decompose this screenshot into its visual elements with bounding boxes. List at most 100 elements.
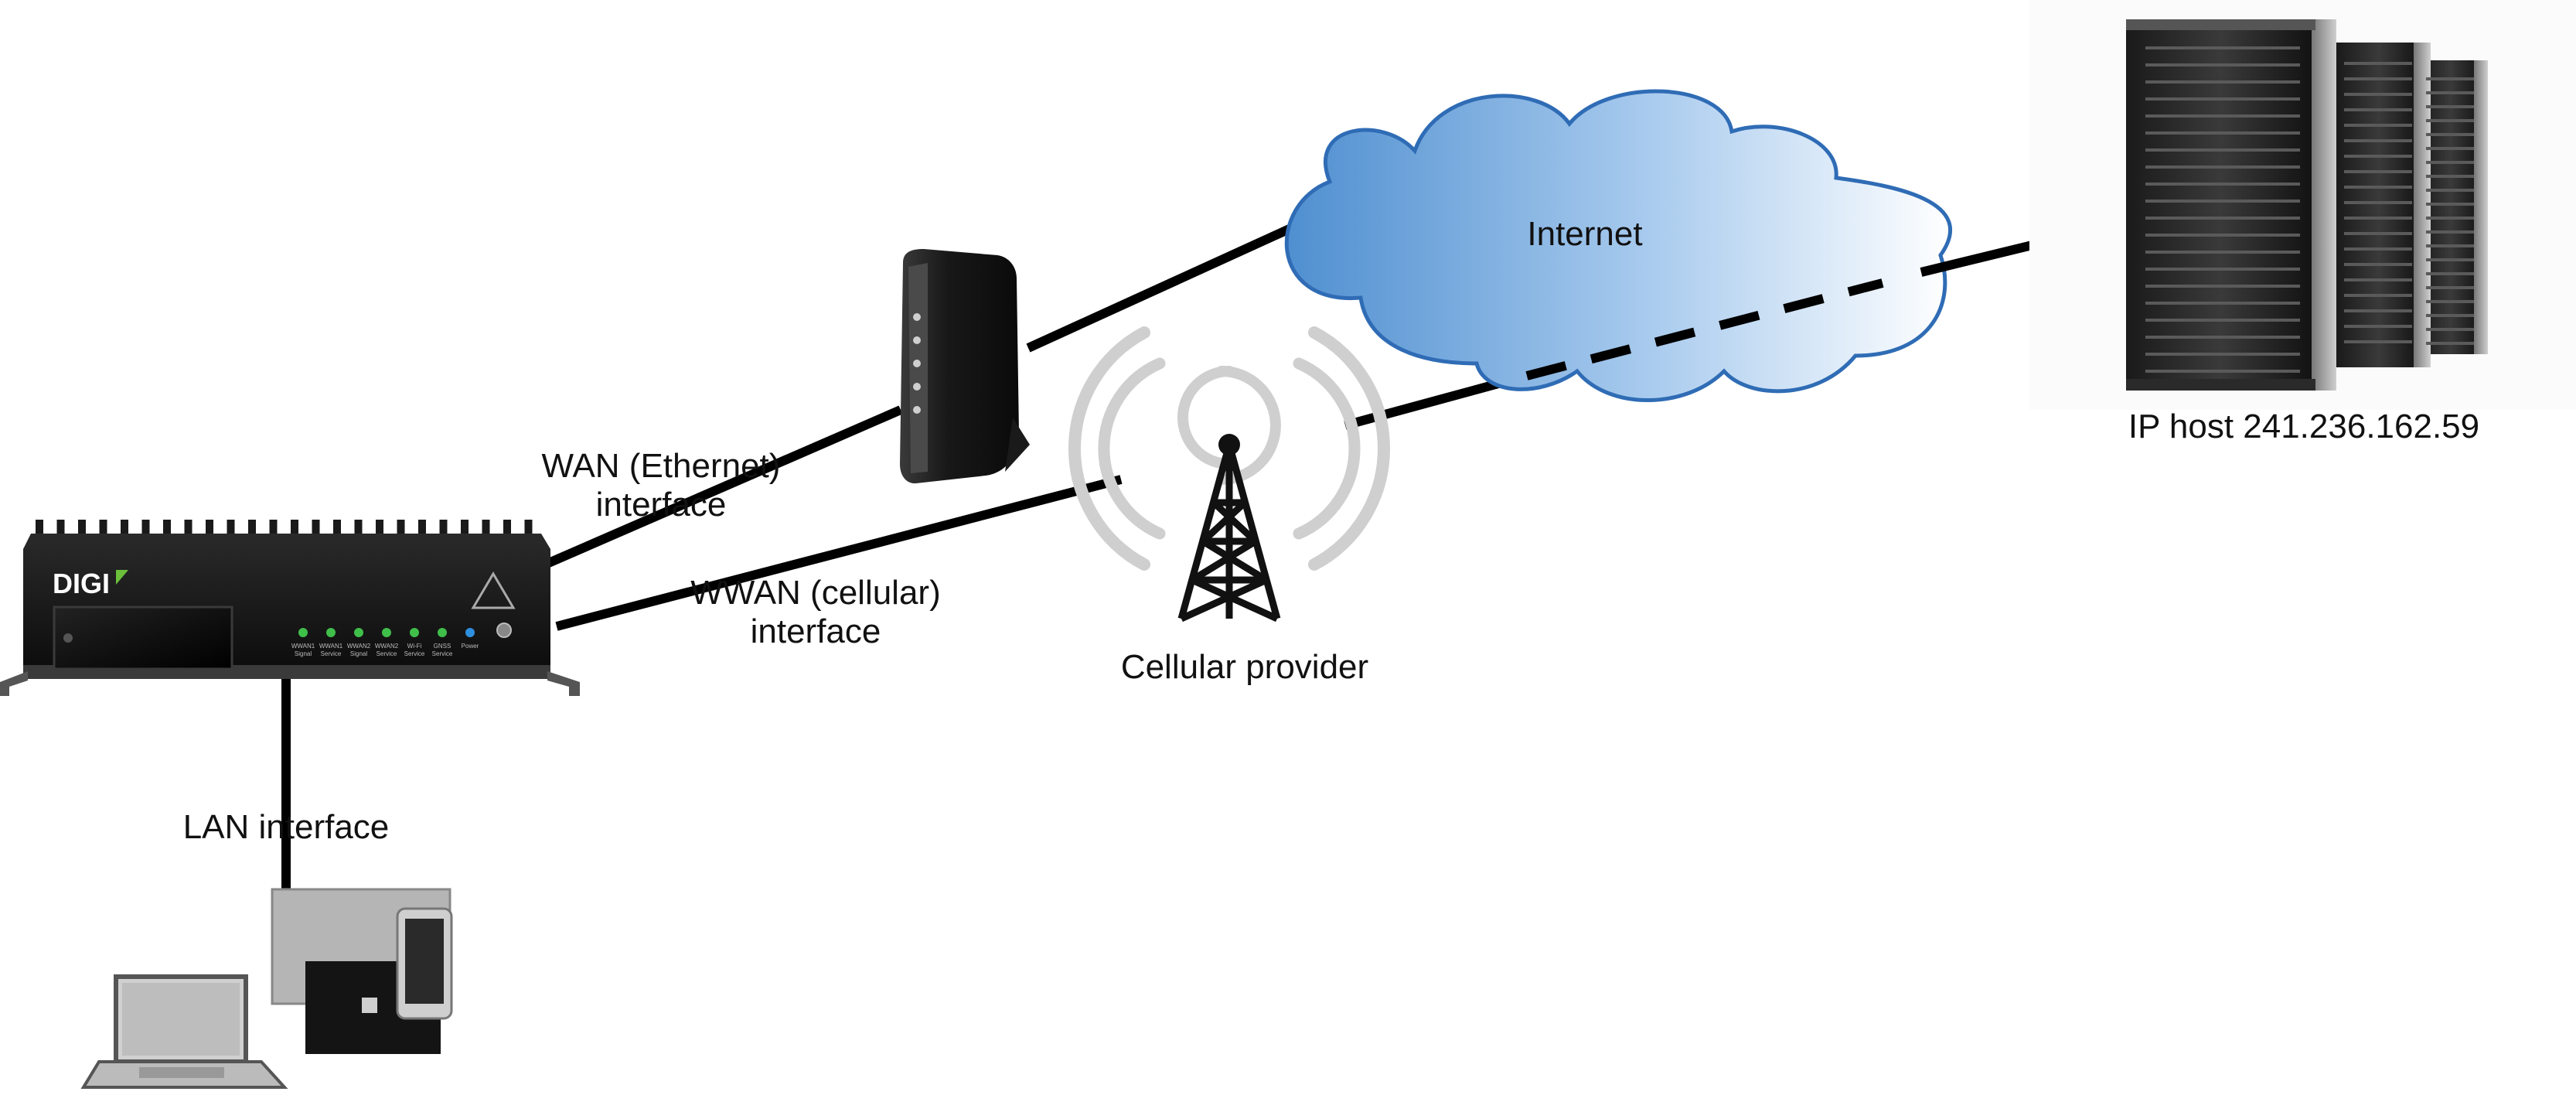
server-slot bbox=[2145, 80, 2300, 84]
lan-devices-icon bbox=[80, 888, 453, 1089]
server-slot bbox=[2426, 91, 2474, 94]
led-label: Signal bbox=[295, 650, 312, 657]
wwan-link-router-tower bbox=[555, 475, 1123, 631]
server-slot bbox=[2426, 300, 2474, 303]
heatsink-fin bbox=[248, 520, 256, 538]
server-slot bbox=[2145, 336, 2300, 339]
wan-link-router-modem bbox=[543, 405, 903, 569]
server-slot bbox=[2426, 286, 2474, 289]
heatsink-fin bbox=[56, 520, 65, 538]
server-slot bbox=[2145, 217, 2300, 220]
server-slot bbox=[2344, 325, 2412, 328]
server-slot bbox=[2344, 124, 2412, 127]
cell-tower-icon bbox=[1068, 326, 1390, 623]
heatsink-fin bbox=[269, 520, 278, 538]
server-slot bbox=[2426, 328, 2474, 331]
heatsink-fin bbox=[121, 520, 128, 538]
server-slot bbox=[2426, 105, 2474, 108]
wwan-label-line1: WWAN (cellular) bbox=[690, 574, 941, 612]
heatsink-fin bbox=[227, 520, 235, 538]
router-led: Power bbox=[462, 628, 479, 650]
server-slot bbox=[2145, 165, 2300, 169]
digi-router-icon: DIGI WWAN1SignalWWAN1ServiceWWAN2SignalW… bbox=[0, 520, 580, 696]
server-slot bbox=[2344, 232, 2412, 235]
wan-label-line2: interface bbox=[595, 486, 727, 524]
cellular-provider-label: Cellular provider bbox=[1120, 648, 1369, 686]
led-label: WWAN2 bbox=[375, 643, 399, 650]
heatsink-fin bbox=[376, 520, 383, 538]
heatsink-fin bbox=[418, 520, 426, 538]
server-slots bbox=[2145, 46, 2474, 373]
laptop-icon bbox=[80, 974, 288, 1089]
server-slot bbox=[2426, 189, 2474, 192]
heatsink-fin bbox=[141, 520, 150, 538]
heatsink-fin bbox=[524, 520, 533, 538]
server-slot bbox=[2426, 77, 2474, 80]
led-label: GNSS bbox=[434, 643, 451, 650]
server-slot bbox=[2145, 268, 2300, 271]
led-label: Service bbox=[432, 650, 453, 657]
server-slot bbox=[2145, 285, 2300, 288]
server-slot bbox=[2344, 294, 2412, 297]
heatsink-fin bbox=[354, 520, 363, 538]
heatsink-fin bbox=[333, 520, 341, 538]
server-slot bbox=[2145, 234, 2300, 237]
server-slot bbox=[2145, 131, 2300, 135]
server-slot bbox=[2145, 319, 2300, 322]
heatsink-fin bbox=[78, 520, 86, 538]
led-label: Wi-Fi bbox=[407, 643, 422, 650]
server-slot bbox=[2426, 314, 2474, 317]
led-label: Power bbox=[462, 643, 479, 650]
server-slot bbox=[2344, 186, 2412, 189]
led-label: WWAN1 bbox=[291, 643, 315, 650]
server-slot bbox=[2344, 247, 2412, 251]
led-dot bbox=[410, 628, 419, 637]
wwan-interface-label: WWAN (cellular) interface bbox=[665, 574, 966, 651]
server-slot bbox=[2145, 97, 2300, 101]
heatsink-fin bbox=[206, 520, 213, 538]
led-dot bbox=[298, 628, 308, 637]
heatsink-fin bbox=[503, 520, 511, 538]
server-slot bbox=[2426, 133, 2474, 136]
wan-label-line1: WAN (Ethernet) bbox=[541, 447, 781, 485]
server-slot bbox=[2145, 370, 2300, 373]
heatsink-fin bbox=[184, 520, 193, 538]
server-slot bbox=[2426, 119, 2474, 122]
heatsink-fin bbox=[291, 520, 298, 538]
server-slot bbox=[2344, 108, 2412, 111]
server-slot bbox=[2426, 258, 2474, 261]
ip-host-label: IP host 241.236.162.59 bbox=[2128, 408, 2480, 445]
lan-interface-label: LAN interface bbox=[182, 808, 390, 846]
led-dot bbox=[465, 628, 475, 637]
led-dot bbox=[354, 628, 363, 637]
server-slot bbox=[2426, 272, 2474, 275]
server-slot bbox=[2344, 77, 2412, 80]
server-slot bbox=[2426, 230, 2474, 234]
server-slot bbox=[2145, 200, 2300, 203]
server-slot bbox=[2426, 203, 2474, 206]
heatsink-fin bbox=[36, 520, 43, 538]
server-slot bbox=[2145, 251, 2300, 254]
wan-interface-label: WAN (Ethernet) interface bbox=[510, 447, 812, 524]
modem-icon bbox=[900, 249, 1030, 484]
server-slot bbox=[2344, 278, 2412, 281]
internet-label: Internet bbox=[1527, 215, 1643, 253]
server-slot bbox=[2145, 63, 2300, 67]
led-dot bbox=[382, 628, 391, 637]
server-slot bbox=[2344, 309, 2412, 312]
heatsink-fin bbox=[461, 520, 469, 538]
led-dot bbox=[326, 628, 336, 637]
server-slot bbox=[2344, 155, 2412, 158]
server-slot bbox=[2145, 353, 2300, 356]
server-slot bbox=[2344, 93, 2412, 96]
server-slot bbox=[2145, 148, 2300, 152]
server-slot bbox=[2426, 161, 2474, 164]
heatsink-fin bbox=[99, 520, 107, 538]
server-slot bbox=[2344, 170, 2412, 173]
